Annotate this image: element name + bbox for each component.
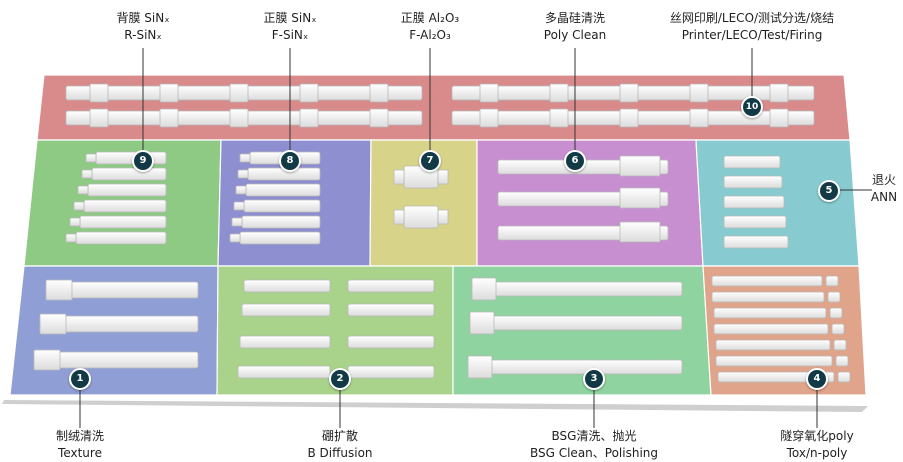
label-tox-cn: 隧穿氧化poly xyxy=(780,429,854,443)
label-ann-en: ANN xyxy=(870,190,898,204)
label-r-sinx: 背膜 SiNₓ R-SiNₓ xyxy=(83,10,203,44)
label-tox-en: Tox/n-poly xyxy=(786,446,848,460)
label-f-sinx-cn: 正膜 SiNₓ xyxy=(263,11,317,25)
label-b-diffusion-en: B Diffusion xyxy=(307,446,373,460)
badge-7: 7 xyxy=(419,150,441,172)
machines-tox xyxy=(711,275,851,383)
label-ann: 退火 ANN xyxy=(866,172,902,206)
label-printer-en: Printer/LECO/Test/Firing xyxy=(681,28,823,42)
badge-4: 4 xyxy=(806,368,828,390)
label-f-al2o3: 正膜 Al₂O₃ F-Al₂O₃ xyxy=(370,10,490,44)
floor-shadow xyxy=(2,400,868,412)
label-ann-cn: 退火 xyxy=(871,173,896,187)
label-bsg-clean: BSG清洗、抛光 BSG Clean、Polishing xyxy=(514,428,674,462)
label-bsg-clean-cn: BSG清洗、抛光 xyxy=(551,429,637,443)
label-f-al2o3-cn: 正膜 Al₂O₃ xyxy=(400,11,460,25)
label-r-sinx-en: R-SiNₓ xyxy=(124,28,162,42)
label-poly-clean-en: Poly Clean xyxy=(543,28,607,42)
label-f-sinx: 正膜 SiNₓ F-SiNₓ xyxy=(230,10,350,44)
machines-bsg-clean xyxy=(467,277,683,379)
label-r-sinx-cn: 背膜 SiNₓ xyxy=(116,11,170,25)
label-b-diffusion-cn: 硼扩散 xyxy=(321,429,358,443)
machines-printer xyxy=(65,83,815,128)
label-texture: 制绒清洗 Texture xyxy=(30,428,130,462)
badge-3: 3 xyxy=(583,368,605,390)
badge-5: 5 xyxy=(818,180,840,202)
label-texture-cn: 制绒清洗 xyxy=(55,429,104,443)
machines-poly-clean xyxy=(497,155,669,243)
label-printer: 丝网印刷/LECO/测试分选/烧结 Printer/LECO/Test/Firi… xyxy=(662,10,842,44)
badge-9: 9 xyxy=(132,150,154,172)
badge-8: 8 xyxy=(279,150,301,172)
label-printer-cn: 丝网印刷/LECO/测试分选/烧结 xyxy=(669,11,835,25)
zone-printer xyxy=(36,74,851,141)
label-tox: 隧穿氧化poly Tox/n-poly xyxy=(752,428,882,462)
badge-2: 2 xyxy=(329,368,351,390)
badge-10: 10 xyxy=(741,96,763,118)
machines-f-sinx xyxy=(229,151,321,245)
label-poly-clean-cn: 多晶硅清洗 xyxy=(544,11,605,25)
machines-ann xyxy=(723,155,789,249)
label-poly-clean: 多晶硅清洗 Poly Clean xyxy=(515,10,635,44)
label-texture-en: Texture xyxy=(58,446,102,460)
label-f-al2o3-en: F-Al₂O₃ xyxy=(409,28,451,42)
badge-6: 6 xyxy=(564,150,586,172)
label-bsg-clean-en: BSG Clean、Polishing xyxy=(529,446,659,460)
badge-1: 1 xyxy=(69,368,91,390)
label-b-diffusion: 硼扩散 B Diffusion xyxy=(280,428,400,462)
label-f-sinx-en: F-SiNₓ xyxy=(271,28,309,42)
leader-lines xyxy=(79,48,872,428)
machines-texture xyxy=(33,279,199,371)
machines-b-diffusion xyxy=(237,279,435,379)
